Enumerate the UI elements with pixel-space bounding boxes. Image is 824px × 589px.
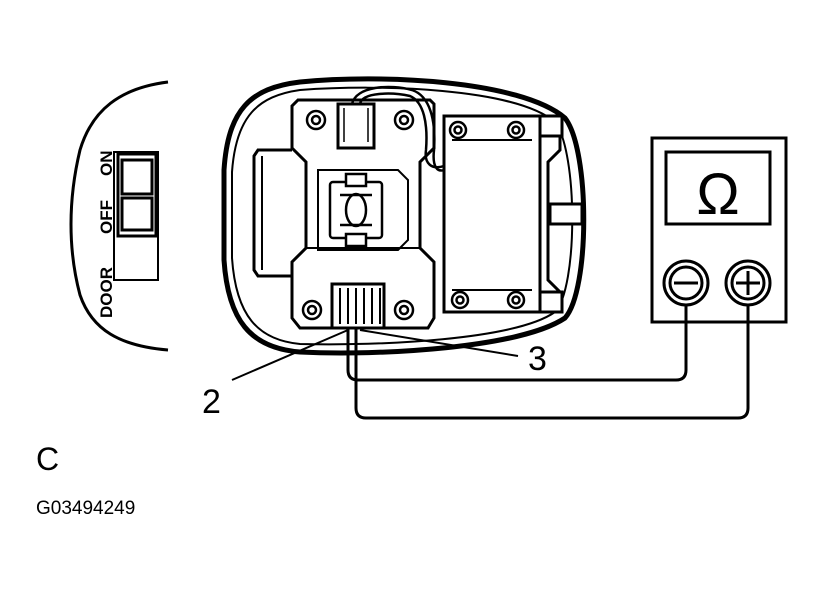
callout-2: 2 xyxy=(202,383,221,421)
ohmmeter xyxy=(650,136,788,324)
reflector-section xyxy=(442,114,584,314)
connector xyxy=(330,282,386,330)
callout-leaders xyxy=(231,329,519,381)
positive-lead xyxy=(354,306,750,420)
switch-position-labels: DOOR OFF ON xyxy=(97,151,116,319)
switch-label-door: DOOR xyxy=(97,267,116,318)
switch-block xyxy=(336,102,376,150)
test-leads xyxy=(346,306,750,420)
positive-terminal xyxy=(724,259,772,307)
switch-label-on: ON xyxy=(97,151,116,177)
negative-terminal xyxy=(662,259,710,307)
view-label: C xyxy=(36,441,59,477)
bulb xyxy=(328,172,384,248)
reflector-screws xyxy=(448,120,526,310)
lens-cover xyxy=(69,80,169,352)
switch-wires xyxy=(350,85,445,172)
callout-3: 3 xyxy=(528,340,547,378)
door-off-on-switch xyxy=(113,151,159,281)
dome-light-housing xyxy=(221,76,587,356)
holder-screws xyxy=(301,109,415,321)
switch-label-off: OFF xyxy=(97,200,116,234)
ohm-symbol: Ω xyxy=(696,162,739,227)
negative-lead xyxy=(346,306,688,382)
figure-code: G03494249 xyxy=(36,498,135,519)
